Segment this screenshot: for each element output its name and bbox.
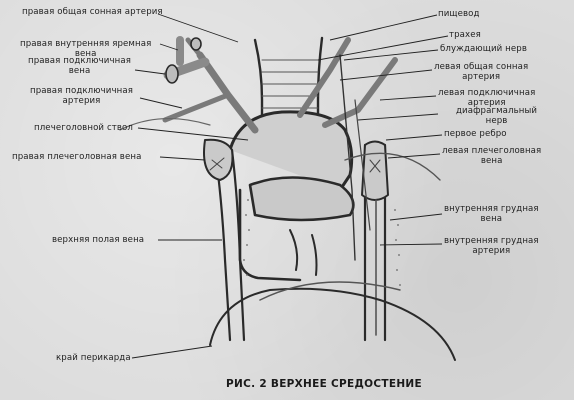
trachea-left-outline bbox=[253, 38, 264, 152]
left-common-carotid-artery bbox=[297, 37, 351, 118]
label-brachiocephalic-trunk: плечеголовной ствол bbox=[34, 123, 133, 133]
vessel-cut-end bbox=[190, 37, 202, 51]
label-phrenic-nerve: диафрагмальный нерв bbox=[456, 106, 538, 126]
label-vagus-nerve: блуждающий нерв bbox=[440, 44, 527, 54]
vessel-cut-end bbox=[165, 64, 179, 84]
brachiocephalic-trunk bbox=[196, 51, 259, 134]
label-first-rib: первое ребро bbox=[444, 129, 507, 139]
trachea-right-outline bbox=[316, 36, 324, 152]
label-esophagus: пищевод bbox=[438, 9, 480, 19]
trachea-rings bbox=[261, 59, 319, 133]
figure-caption: РИС. 2 ВЕРХНЕЕ СРЕДОСТЕНИЕ bbox=[226, 378, 422, 390]
label-superior-vena-cava: верхняя полая вена bbox=[52, 235, 145, 245]
phrenic-nerve-path bbox=[354, 99, 371, 231]
vagus-nerve-path bbox=[339, 54, 356, 261]
stipple-texture bbox=[243, 199, 401, 286]
label-left-brachiocephalic-vein: левая плечеголовная вена bbox=[442, 146, 542, 166]
leader-lines bbox=[131, 13, 449, 359]
right-brachiocephalic-vein-section bbox=[203, 138, 234, 181]
vein-confluence bbox=[248, 176, 355, 222]
label-left-common-carotid: левая общая сонная артерия bbox=[434, 62, 529, 82]
label-internal-thoracic-artery: внутренняя грудная артерия bbox=[444, 236, 539, 256]
left-subclavian-artery-vessel bbox=[322, 57, 398, 128]
right-rib-contour bbox=[119, 118, 211, 131]
label-left-subclavian-artery: левая подключичная артерия bbox=[438, 88, 536, 108]
first-rib-contour bbox=[344, 152, 441, 181]
ascending-aorta-contour bbox=[311, 234, 318, 276]
label-right-internal-jugular: правая внутренняя яремная вена bbox=[20, 39, 152, 59]
pericardium-edge-line bbox=[209, 287, 456, 361]
left-brachiocephalic-vein-section bbox=[361, 140, 389, 201]
label-right-subclavian-vein: правая подключичная вена bbox=[28, 56, 132, 76]
label-right-common-carotid: правая общая сонная артерия bbox=[22, 7, 163, 17]
label-pericardium-edge: край перикарда bbox=[56, 353, 131, 363]
label-trachea: трахея bbox=[449, 30, 481, 40]
right-lateral-vessel-inner bbox=[230, 148, 246, 342]
label-right-brachiocephalic-vein: правая плечеголовная вена bbox=[12, 152, 142, 162]
label-internal-thoracic-vein: внутренняя грудная вена bbox=[444, 204, 539, 224]
ascending-aorta-contour bbox=[289, 229, 299, 271]
right-subclavian-artery-vessel bbox=[162, 92, 231, 123]
label-right-subclavian-artery: правая подключичная артерия bbox=[30, 86, 134, 106]
